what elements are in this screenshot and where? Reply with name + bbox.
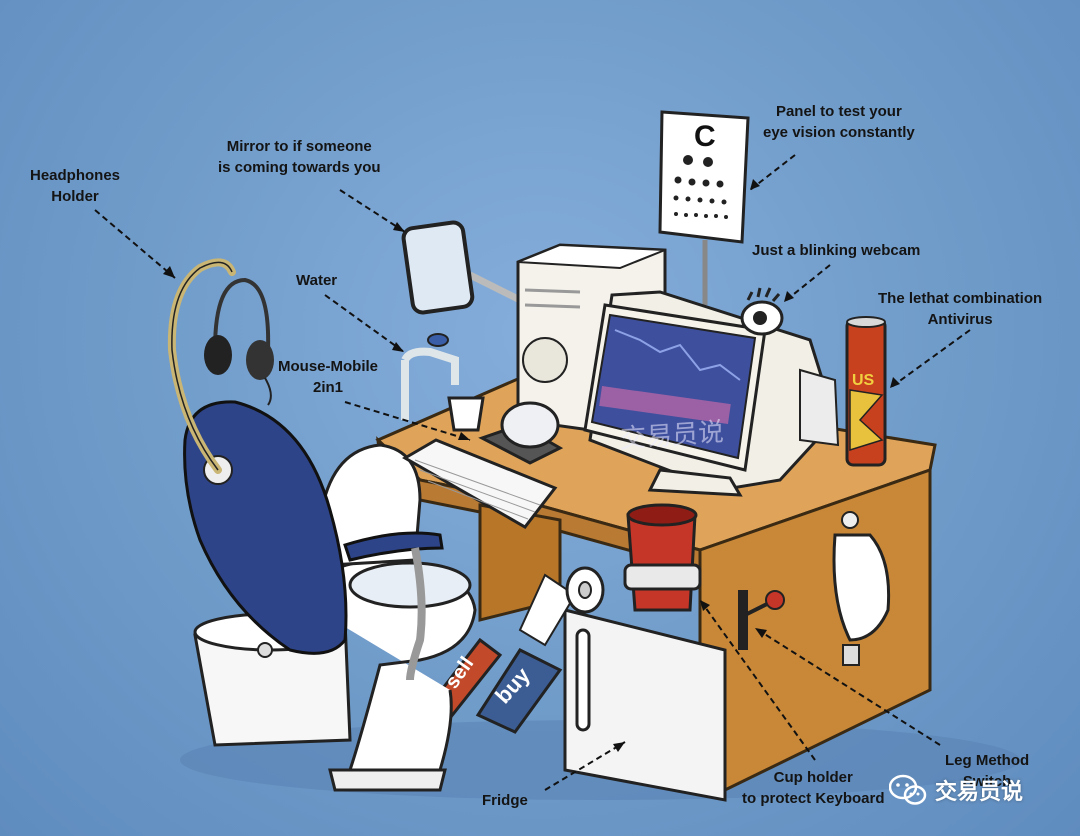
buy-sign xyxy=(475,648,563,734)
callout-line: Antivirus xyxy=(927,311,993,328)
mirror xyxy=(401,220,522,315)
callout-line: The lethat combination xyxy=(878,290,1043,307)
source-watermark: 交易员说 xyxy=(889,770,1023,810)
callout-line: Holder xyxy=(51,188,99,205)
callout-line: Just a blinking webcam xyxy=(752,242,921,259)
mouse-mobile xyxy=(478,401,564,465)
screen-watermark-text: 交易员说 xyxy=(620,417,725,455)
wechat-icon xyxy=(889,774,927,805)
water-glass xyxy=(447,396,485,432)
eye-chart xyxy=(658,110,750,305)
antivirus-can-text: US xyxy=(852,372,875,389)
callout-line: Leg Method xyxy=(945,752,1030,769)
watermark-text: 交易员说 xyxy=(935,780,1024,805)
callout-cup-holder: Cup holder to protect Keyboard xyxy=(742,767,885,809)
callout-eye-panel: Panel to test your eye vision constantly xyxy=(763,101,915,143)
callout-mirror: Mirror to if someone is coming towards y… xyxy=(218,136,381,178)
headphones xyxy=(204,277,274,406)
cup-holder xyxy=(623,503,702,612)
callout-line: Cup holder xyxy=(773,769,853,786)
callout-line: 2in1 xyxy=(312,379,343,396)
leg-switch xyxy=(738,590,785,650)
callout-fridge: Fridge xyxy=(482,790,528,811)
callout-line: is coming towards you xyxy=(218,159,381,176)
callout-headphones-holder: Headphones Holder xyxy=(30,165,120,207)
eye-chart-letter: C xyxy=(694,120,716,153)
monitor xyxy=(583,290,840,497)
callout-leaders xyxy=(94,154,971,791)
callout-water: Water xyxy=(296,270,337,291)
callout-line: Fridge xyxy=(482,792,528,809)
toilet-paper xyxy=(518,566,605,647)
water-tap xyxy=(401,333,459,420)
callout-line: Headphones xyxy=(30,167,121,184)
callout-line: Mouse-Mobile xyxy=(278,358,378,375)
callout-line: eye vision constantly xyxy=(763,124,915,141)
callout-antivirus: The lethat combination Antivirus xyxy=(878,288,1042,330)
callout-line: Water xyxy=(296,272,338,289)
antivirus-can xyxy=(845,316,887,467)
webcam xyxy=(740,287,784,336)
fridge xyxy=(563,608,727,802)
callout-line: Panel to test your xyxy=(775,103,902,120)
callout-webcam: Just a blinking webcam xyxy=(752,240,920,261)
urinal xyxy=(832,511,891,666)
callout-line: to protect Keyboard xyxy=(742,790,885,807)
callout-line: Switch xyxy=(962,773,1012,790)
keyboard xyxy=(402,438,558,529)
callout-arrowheads xyxy=(163,179,900,752)
callout-mouse-mobile: Mouse-Mobile 2in1 xyxy=(278,356,378,398)
callout-line: Mirror to if someone xyxy=(226,138,372,155)
callout-leg-switch: Leg Method Switch xyxy=(945,750,1029,792)
